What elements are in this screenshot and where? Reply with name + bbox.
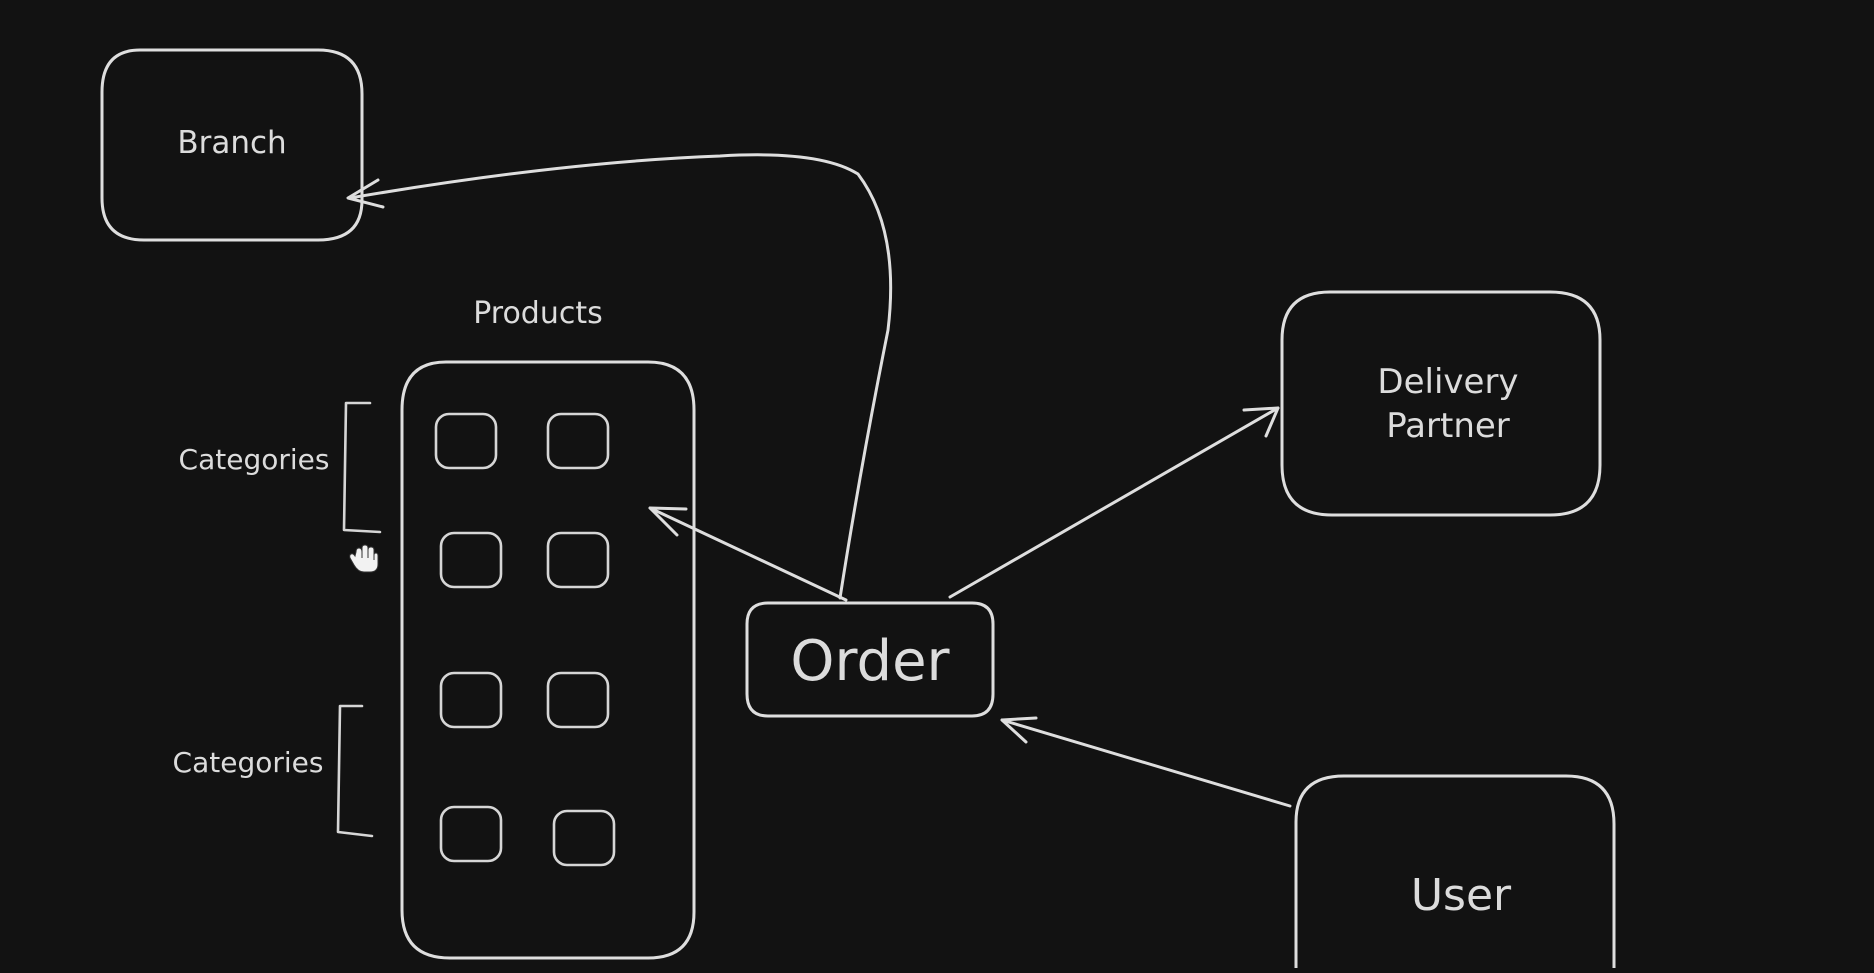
arrowhead-icon (1242, 406, 1280, 438)
edge-user-to-order (1000, 716, 1292, 808)
product-item[interactable] (439, 671, 503, 729)
products-container[interactable] (400, 360, 696, 960)
categories-group: Categories (179, 401, 382, 534)
delivery-partner-label-line1: Delivery (1377, 362, 1518, 402)
categories-label: Categories (173, 746, 324, 779)
products-title: Products (473, 296, 603, 331)
categories-bracket (342, 401, 382, 534)
arrowhead-icon (1000, 716, 1038, 744)
categories-group: Categories (173, 704, 374, 838)
categories-label: Categories (179, 443, 330, 476)
delivery-partner-label-line2: Partner (1386, 406, 1510, 446)
product-item[interactable] (546, 531, 610, 589)
product-item[interactable] (546, 671, 610, 729)
edge-order-to-products (648, 506, 848, 602)
product-item[interactable] (439, 805, 503, 863)
branch-label: Branch (177, 125, 286, 161)
product-item[interactable] (434, 412, 498, 470)
product-item[interactable] (546, 412, 610, 470)
order-node[interactable]: Order (745, 601, 995, 718)
delivery-partner-node[interactable]: Delivery Partner (1280, 290, 1602, 517)
hand-grab-icon (349, 544, 379, 573)
edge-order-to-delivery-partner (948, 406, 1280, 599)
order-label: Order (790, 629, 950, 694)
user-label: User (1411, 870, 1512, 921)
branch-node[interactable]: Branch (100, 48, 364, 242)
edge-order-to-branch (346, 153, 893, 600)
user-node[interactable]: User (1294, 774, 1616, 970)
arrowhead-icon (346, 178, 385, 209)
product-item[interactable] (552, 809, 616, 867)
categories-bracket (336, 704, 374, 838)
arrowhead-icon (648, 506, 688, 537)
product-item[interactable] (439, 531, 503, 589)
